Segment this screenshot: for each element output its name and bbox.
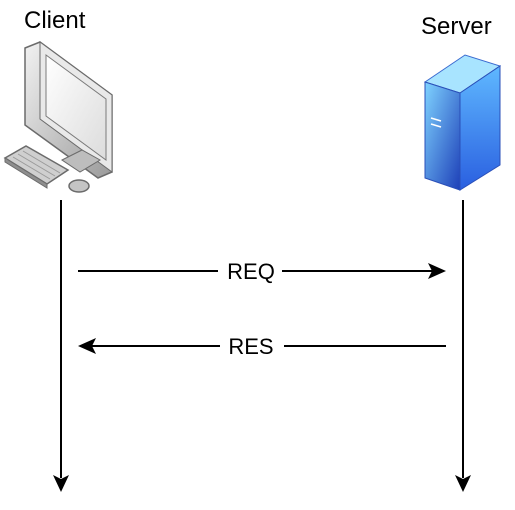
request-label: REQ: [227, 259, 275, 284]
server-label: Server: [421, 13, 492, 40]
server-tower-icon: [423, 54, 502, 191]
client-label: Client: [24, 7, 86, 34]
response-arrow: [78, 338, 446, 354]
client-lifeline: [53, 200, 69, 492]
desktop-computer-icon: [3, 41, 113, 193]
response-label: RES: [228, 334, 273, 359]
server-lifeline: [455, 200, 471, 492]
request-arrow: [78, 263, 446, 279]
